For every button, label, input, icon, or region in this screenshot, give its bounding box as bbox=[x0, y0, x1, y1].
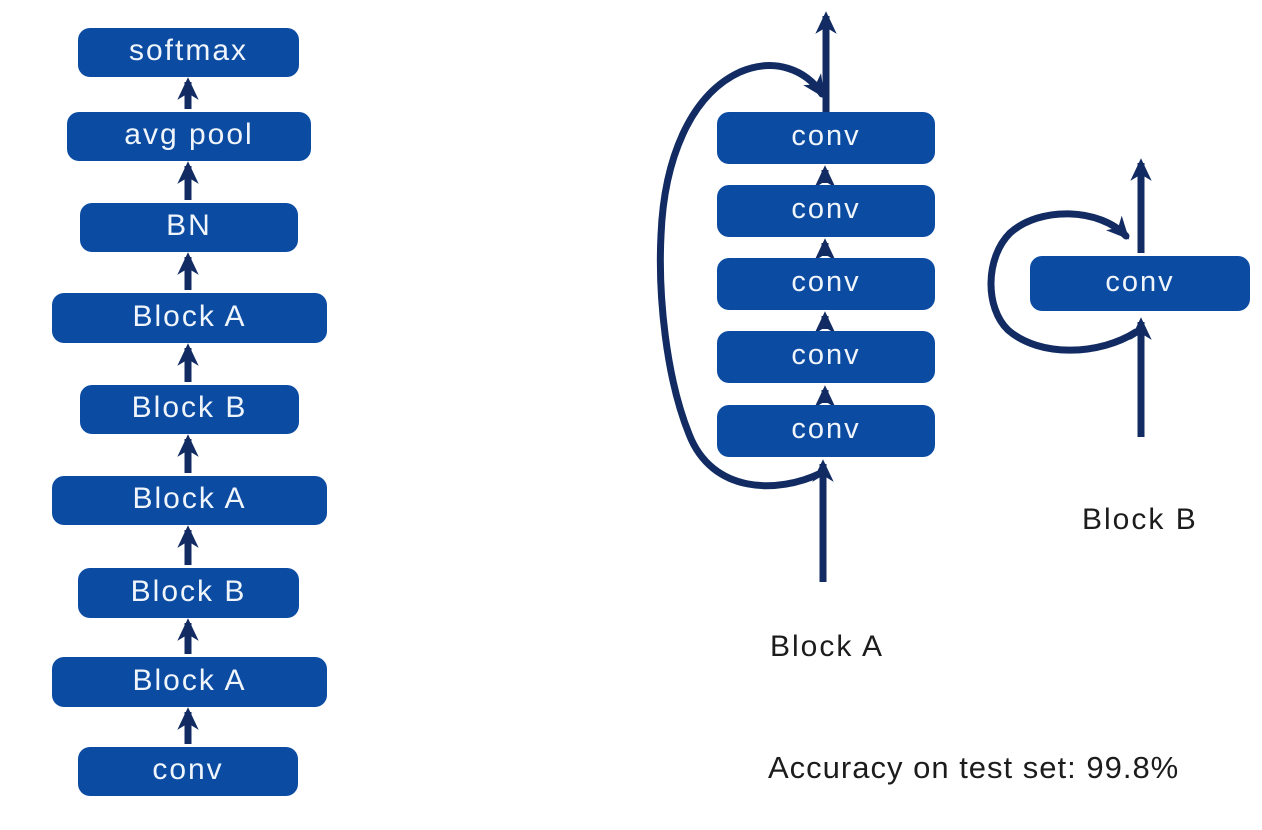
block-b-caption: Block B bbox=[1082, 503, 1198, 536]
layer-block-a-3: Block A bbox=[52, 657, 327, 707]
block-a-skip-connection-arrow bbox=[656, 62, 826, 490]
block-a-caption: Block A bbox=[770, 630, 885, 663]
block-b-detail-arrows bbox=[987, 158, 1152, 437]
layer-avg-pool: avg pool bbox=[67, 112, 311, 161]
block-a-conv-3: conv bbox=[717, 258, 935, 310]
block-b-skip-loop-arrow bbox=[987, 210, 1140, 354]
block-a-conv-5: conv bbox=[717, 405, 935, 457]
block-a-detail-arrows bbox=[656, 11, 837, 582]
layer-block-a-1: Block A bbox=[52, 293, 327, 343]
block-a-conv-1: conv bbox=[717, 112, 935, 164]
block-b-conv: conv bbox=[1030, 256, 1250, 311]
layer-block-a-2: Block A bbox=[52, 476, 327, 525]
layer-block-b-1: Block B bbox=[80, 385, 299, 434]
block-a-conv-4: conv bbox=[717, 331, 935, 383]
layer-block-b-2: Block B bbox=[78, 568, 299, 618]
accuracy-note: Accuracy on test set: 99.8% bbox=[768, 750, 1180, 785]
layer-conv: conv bbox=[78, 747, 298, 796]
layer-bn: BN bbox=[80, 203, 298, 252]
block-a-conv-2: conv bbox=[717, 185, 935, 237]
layer-softmax: softmax bbox=[78, 28, 299, 77]
